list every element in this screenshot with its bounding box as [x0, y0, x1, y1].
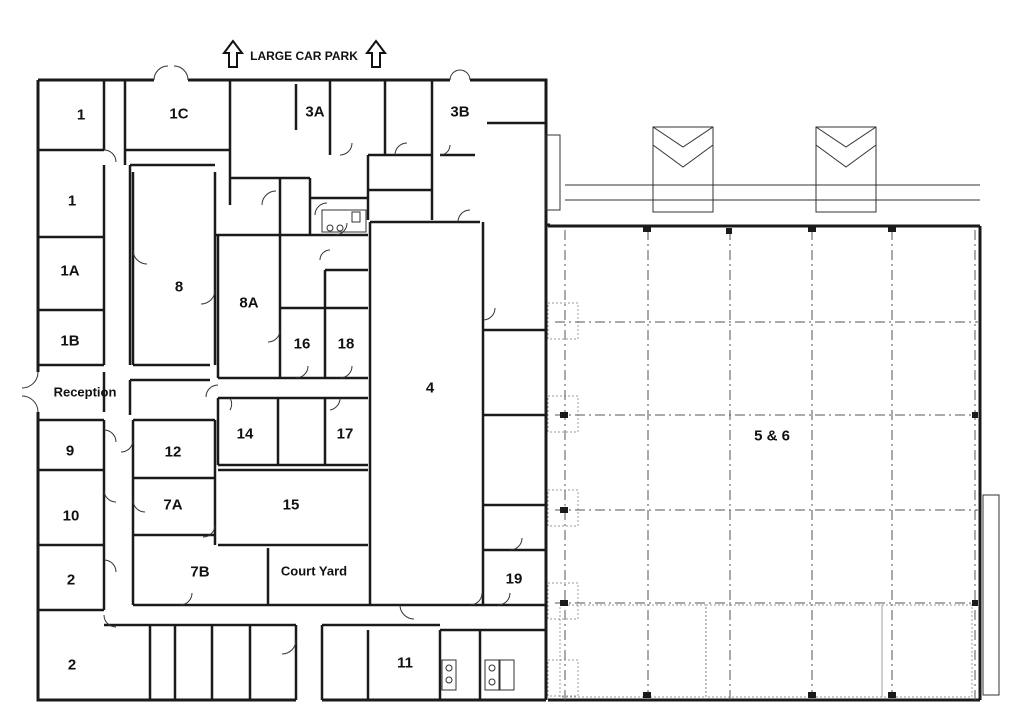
room-1b-label: 1B	[60, 332, 80, 350]
outer-walls	[36, 78, 550, 702]
room-10-label: 10	[62, 507, 80, 525]
room-1-mid-label: 1	[67, 192, 77, 210]
warehouse-grid	[555, 230, 978, 700]
room-14-label: 14	[236, 425, 254, 443]
car-park-arrows	[222, 39, 387, 68]
room-8a-label: 8A	[239, 294, 259, 312]
room-16-label: 16	[293, 335, 311, 353]
room-7a-label: 7A	[163, 496, 183, 514]
doors	[21, 65, 523, 655]
loading-docks	[545, 126, 1000, 696]
room-1c-label: 1C	[169, 105, 189, 123]
reception-label: Reception	[53, 384, 117, 400]
room-3b-label: 3B	[450, 103, 470, 121]
room-1a-label: 1A	[60, 262, 80, 280]
room-2-bottom-label: 2	[67, 656, 77, 674]
room-17-label: 17	[336, 425, 354, 443]
warehouse-fine-lines	[547, 302, 973, 698]
toilet-fixtures	[321, 209, 515, 691]
room-15-label: 15	[282, 496, 300, 514]
room-7b-label: 7B	[190, 563, 210, 581]
room-8-label: 8	[174, 278, 184, 296]
room-9-label: 9	[65, 442, 75, 460]
interior-walls	[38, 80, 546, 700]
room-11-label: 11	[397, 654, 413, 672]
room-3a-label: 3A	[305, 103, 325, 121]
room-5-6-label: 5 & 6	[754, 427, 790, 445]
room-19-label: 19	[505, 570, 523, 588]
court-yard-label: Court Yard	[280, 563, 348, 579]
room-1-top-label: 1	[76, 106, 86, 124]
room-12-label: 12	[164, 443, 182, 461]
room-4-label: 4	[425, 379, 435, 397]
warehouse-outline	[548, 224, 982, 702]
car-park-label: LARGE CAR PARK	[250, 49, 358, 63]
room-2-mid-label: 2	[66, 571, 76, 589]
column-markers	[560, 226, 978, 698]
room-18-label: 18	[337, 335, 355, 353]
